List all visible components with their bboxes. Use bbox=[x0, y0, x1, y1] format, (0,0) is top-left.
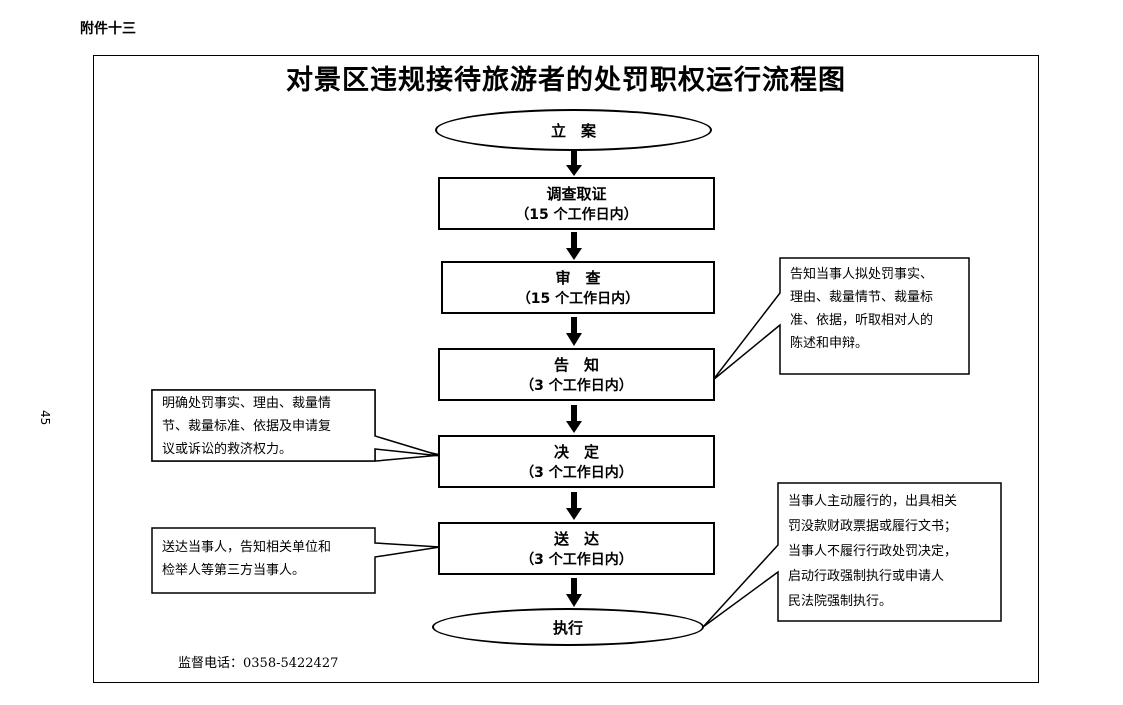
node-investigate-name: 调查取证 bbox=[546, 184, 607, 203]
diagram-frame bbox=[93, 55, 1039, 683]
note-notify: 告知当事人拟处罚事实、 理由、裁量情节、裁量标 准、依据，听取相对人的 陈述和申… bbox=[780, 258, 969, 374]
annex-label: 附件十三 bbox=[80, 21, 136, 37]
node-review-name: 审 查 bbox=[555, 268, 601, 287]
note-notify-line: 理由、裁量情节、裁量标 bbox=[790, 290, 934, 305]
note-execute-line: 罚没款财政票据或履行文书； bbox=[788, 519, 958, 534]
arrow-decide-deliver bbox=[566, 492, 582, 520]
node-investigate-period: （15 个工作日内） bbox=[515, 206, 638, 223]
arrow-investigate-review bbox=[566, 232, 582, 260]
arrow-review-notify bbox=[566, 317, 582, 346]
note-deliver: 送达当事人，告知相关单位和 检举人等第三方当事人。 bbox=[152, 528, 375, 593]
node-notify-period: （3 个工作日内） bbox=[520, 377, 633, 394]
node-deliver-name: 送 达 bbox=[553, 529, 599, 548]
node-review: 审 查 （15 个工作日内） bbox=[441, 261, 715, 314]
node-start: 立 案 bbox=[435, 109, 712, 151]
node-start-label: 立 案 bbox=[550, 121, 596, 140]
callout-notify bbox=[712, 257, 970, 381]
note-deliver-line: 检举人等第三方当事人。 bbox=[162, 563, 306, 578]
note-notify-line: 告知当事人拟处罚事实、 bbox=[790, 267, 934, 282]
note-execute-line: 当事人主动履行的，出具相关 bbox=[788, 494, 958, 509]
supervision-phone: 监督电话：0358-5422427 bbox=[178, 656, 339, 671]
note-execute-line: 当事人不履行行政处罚决定， bbox=[788, 544, 958, 559]
node-review-period: （15 个工作日内） bbox=[516, 290, 640, 307]
note-execute-line: 启动行政强制执行或申请人 bbox=[788, 569, 945, 584]
callout-deliver bbox=[151, 527, 441, 594]
note-deliver-line: 送达当事人，告知相关单位和 bbox=[162, 540, 332, 555]
note-execute: 当事人主动履行的，出具相关 罚没款财政票据或履行文书； 当事人不履行行政处罚决定… bbox=[778, 483, 1001, 621]
node-execute: 执行 bbox=[432, 608, 704, 646]
note-decide: 明确处罚事实、理由、裁量情 节、裁量标准、依据及申请复 议或诉讼的救济权力。 bbox=[152, 390, 375, 461]
note-decide-line: 节、裁量标准、依据及申请复 bbox=[162, 419, 332, 434]
node-notify-name: 告 知 bbox=[553, 355, 599, 374]
callout-execute bbox=[702, 482, 1002, 628]
node-investigate: 调查取证 （15 个工作日内） bbox=[438, 177, 715, 230]
note-notify-line: 准、依据，听取相对人的 bbox=[790, 313, 934, 328]
note-execute-line: 民法院强制执行。 bbox=[788, 594, 893, 609]
note-notify-line: 陈述和申辩。 bbox=[790, 336, 869, 351]
note-decide-line: 议或诉讼的救济权力。 bbox=[162, 442, 293, 457]
arrow-notify-decide bbox=[566, 405, 582, 433]
node-execute-label: 执行 bbox=[552, 618, 583, 637]
node-deliver-period: （3 个工作日内） bbox=[520, 551, 633, 568]
node-decide-name: 决 定 bbox=[553, 442, 599, 461]
note-decide-line: 明确处罚事实、理由、裁量情 bbox=[162, 396, 332, 411]
node-decide-period: （3 个工作日内） bbox=[520, 464, 633, 481]
arrow-deliver-execute bbox=[566, 578, 582, 607]
diagram-title: 对景区违规接待旅游者的处罚职权运行流程图 bbox=[286, 65, 846, 96]
node-decide: 决 定 （3 个工作日内） bbox=[438, 435, 715, 488]
arrow-start-investigate bbox=[566, 151, 582, 176]
node-notify: 告 知 （3 个工作日内） bbox=[438, 348, 715, 401]
node-deliver: 送 达 （3 个工作日内） bbox=[438, 522, 715, 575]
